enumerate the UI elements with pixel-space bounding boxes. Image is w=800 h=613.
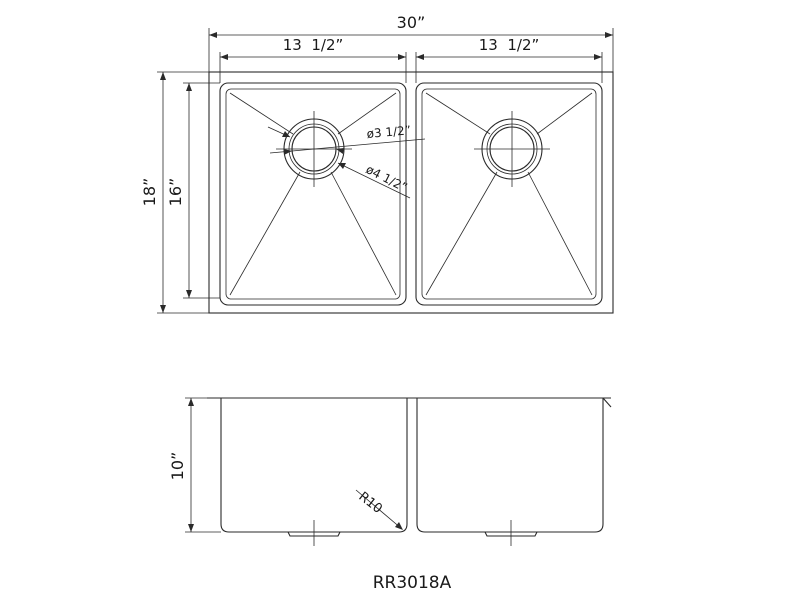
dimension-arrow bbox=[209, 32, 217, 38]
drain-inner-leader bbox=[269, 138, 426, 154]
dimension-arrow bbox=[605, 32, 613, 38]
left-bowl-slope-line bbox=[337, 92, 397, 135]
right-rim-edge bbox=[602, 397, 612, 408]
dimension-arrow bbox=[188, 398, 194, 406]
right-bowl-outline bbox=[415, 82, 603, 306]
right-bowl-slope-line bbox=[425, 92, 491, 135]
dimension-arrow bbox=[220, 54, 228, 60]
dimension-arrow bbox=[398, 54, 406, 60]
left-bowl-outline bbox=[219, 82, 407, 306]
dimension-arrow bbox=[186, 290, 192, 298]
bowl-width-dimensions: 13 1/2” 13 1/2” bbox=[219, 36, 603, 83]
bowl-depth-label: 16” bbox=[166, 178, 185, 207]
bowl-height-label: 10” bbox=[168, 452, 187, 481]
dimension-arrow bbox=[594, 54, 602, 60]
dimension-arrow bbox=[188, 524, 194, 532]
left-bowl-width-label: 13 1/2” bbox=[283, 36, 344, 54]
model-number: RR3018A bbox=[373, 573, 452, 593]
bowl-height-dimension: 10” bbox=[168, 397, 221, 533]
right-bowl-slope-line bbox=[527, 171, 593, 296]
leader-arrow bbox=[336, 148, 344, 154]
left-bowl-slope-line bbox=[229, 92, 294, 135]
right-bowl-width-label: 13 1/2” bbox=[479, 36, 540, 54]
drain-outer-leader-b bbox=[337, 162, 411, 199]
dimension-arrow bbox=[160, 305, 166, 313]
drain-inner-diameter-label: ø3 1/2” bbox=[366, 123, 411, 141]
right-bowl-slope-line bbox=[425, 171, 498, 296]
front-view: R10 10” bbox=[168, 397, 612, 546]
left-bowl bbox=[219, 82, 407, 306]
leader-arrow bbox=[282, 131, 290, 137]
corner-radius-leader bbox=[355, 489, 403, 530]
overall-width-dimension: 30” bbox=[208, 13, 614, 72]
overall-depth-dimension: 18” bbox=[140, 71, 209, 314]
left-bowl-slope-line bbox=[330, 171, 397, 296]
right-bowl-slope-line bbox=[536, 92, 593, 135]
radius-arrow bbox=[395, 522, 403, 530]
dimension-arrow bbox=[160, 72, 166, 80]
leader-arrow bbox=[338, 163, 346, 169]
leader-arrow bbox=[284, 149, 292, 155]
left-bowl-slope-line bbox=[229, 171, 301, 296]
top-view: ø3 1/2” ø4 1/2” 30” 13 1/2” 13 1/2” bbox=[140, 13, 614, 314]
overall-width-label: 30” bbox=[397, 13, 426, 32]
sink-outer-rim bbox=[208, 71, 614, 314]
dimension-arrow bbox=[186, 83, 192, 91]
right-bowl-inner bbox=[421, 88, 597, 300]
dimension-arrow bbox=[416, 54, 424, 60]
right-bowl bbox=[415, 82, 603, 306]
left-bowl-inner bbox=[225, 88, 401, 300]
overall-depth-label: 18” bbox=[140, 178, 159, 207]
bowl-depth-dimension: 16” bbox=[166, 82, 220, 299]
right-bowl-profile bbox=[416, 398, 604, 533]
